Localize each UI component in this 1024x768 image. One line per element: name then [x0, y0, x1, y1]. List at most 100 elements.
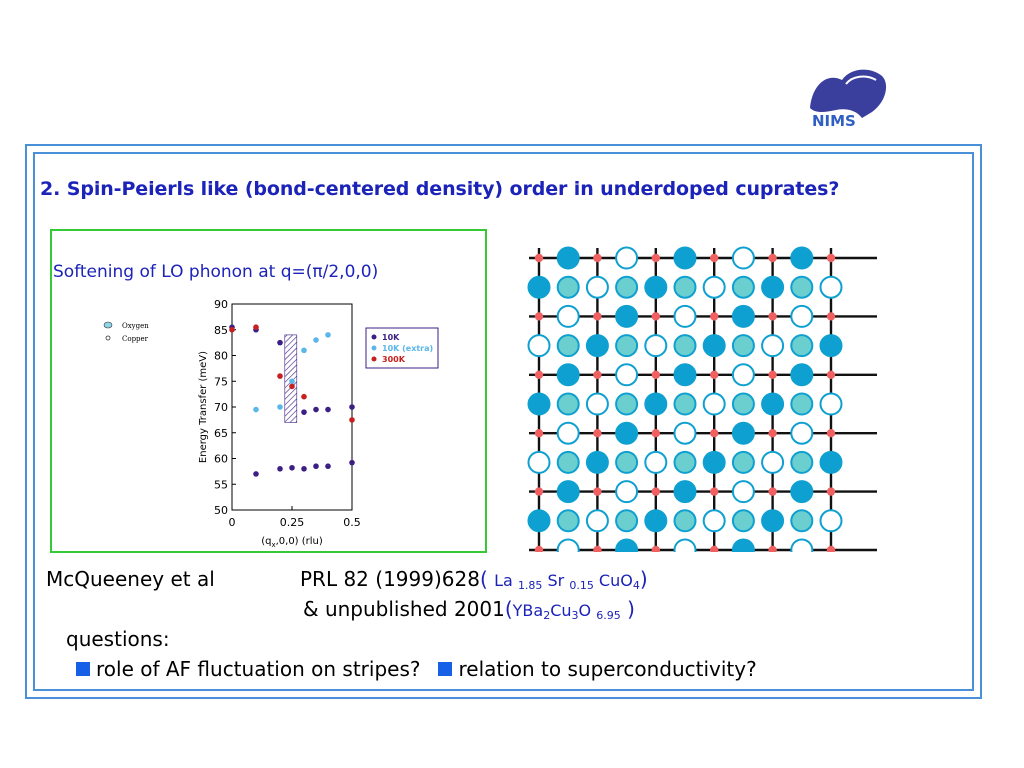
questions-row: role of AF fluctuation on stripes?relati… [76, 657, 757, 681]
oxygen-site [761, 509, 785, 533]
data-point [229, 326, 235, 333]
copper-site [534, 429, 544, 438]
oxygen-site [731, 246, 755, 270]
copper-site [593, 253, 602, 263]
oxygen-site [556, 304, 580, 328]
data-point [301, 393, 307, 400]
oxygen-site [556, 392, 580, 416]
formula-cu: Cu [550, 601, 572, 620]
formula-sr-sub: 0.15 [569, 579, 594, 592]
oxygen-site [585, 275, 609, 299]
paren-close: ) [639, 567, 648, 591]
formula-la: La [494, 571, 518, 590]
y-tick-label: 60 [214, 453, 228, 466]
copper-site [710, 312, 719, 321]
oxygen-site [731, 392, 755, 416]
data-point [325, 463, 331, 470]
legend-label: 10K [382, 333, 400, 342]
legend-label: 10K (extra) [382, 344, 433, 353]
legend-marker [371, 334, 377, 340]
formula-cuo: CuO [593, 571, 633, 590]
copper-site [826, 312, 836, 321]
oxygen-site [790, 538, 814, 552]
data-point [277, 466, 283, 472]
oxygen-site [556, 450, 580, 474]
oxygen-site [556, 363, 580, 387]
copper-site [710, 487, 719, 496]
reference-author: McQueeney et al [46, 567, 215, 591]
copper-site [826, 487, 836, 496]
oxygen-site [673, 275, 697, 299]
oxygen-site [790, 363, 814, 387]
copper-site [710, 545, 719, 552]
formula-sr: Sr [542, 571, 570, 590]
oxygen-site [761, 392, 785, 416]
logo-text: NIMS [812, 112, 856, 130]
oxygen-site [790, 304, 814, 328]
data-point [301, 347, 307, 354]
formula2-close: ) [620, 597, 635, 621]
copper-site [534, 312, 544, 321]
oxygen-site [556, 275, 580, 299]
oxygen-site [702, 275, 726, 299]
oxygen-site [819, 509, 843, 533]
oxygen-site [819, 334, 843, 358]
formula-cuo-sub: 4 [632, 579, 640, 592]
oxygen-site [644, 275, 668, 299]
oxygen-site [819, 450, 843, 474]
panel-caption: Softening of LO phonon at q=(π/2,0,0) [53, 262, 379, 282]
oxygen-site [556, 334, 580, 358]
oxygen-site [790, 509, 814, 533]
x-tick-label: 0 [229, 516, 236, 529]
oxygen-site [731, 509, 755, 533]
oxygen-site [673, 450, 697, 474]
data-point [277, 339, 283, 346]
bullet-square-icon [438, 662, 453, 676]
copper-site [651, 545, 660, 552]
oxygen-site [790, 334, 814, 358]
oxygen-site [644, 509, 668, 533]
copper-site [651, 429, 660, 438]
y-axis-label: Energy Transfer (meV) [198, 351, 209, 463]
oxygen-site [819, 275, 843, 299]
copper-site [534, 370, 544, 379]
paren-open: ( [479, 567, 495, 591]
formula-cu-sub: 3 [571, 609, 579, 622]
data-point [313, 463, 319, 470]
oxygen-site [673, 334, 697, 358]
oxygen-site [673, 304, 697, 328]
oxygen-site [556, 246, 580, 270]
copper-site [593, 487, 602, 496]
y-tick-label: 80 [214, 350, 228, 363]
data-point [313, 337, 319, 343]
oxygen-site [702, 450, 726, 474]
formula-o-sub: 6.95 [596, 609, 621, 622]
copper-site [826, 429, 836, 438]
copper-site [651, 487, 660, 496]
data-point [349, 417, 355, 423]
copper-site [768, 545, 777, 552]
oxygen-site [615, 450, 639, 474]
data-point [277, 404, 283, 410]
data-point [289, 378, 295, 385]
oxygen-site [731, 304, 755, 328]
oxygen-site [761, 334, 785, 358]
lattice-diagram [527, 246, 881, 552]
oxygen-site [673, 509, 697, 533]
copper-site [710, 253, 719, 263]
oxygen-site [702, 392, 726, 416]
oxygen-site [790, 246, 814, 270]
copper-site [826, 370, 836, 379]
copper-site [768, 312, 777, 321]
x-tick-label: 0.25 [280, 516, 305, 529]
oxygen-site [702, 509, 726, 533]
data-point [325, 332, 331, 338]
oxygen-site [761, 275, 785, 299]
formula-la-sub: 1.85 [517, 579, 543, 592]
reference-journal: PRL 82 (1999)628( La 1.85 Sr 0.15 CuO4) [300, 567, 648, 592]
oxygen-site [585, 509, 609, 533]
y-tick-label: 85 [214, 324, 228, 337]
oxygen-site [615, 421, 639, 445]
copper-site [593, 545, 602, 552]
legend-label: 300K [382, 355, 406, 364]
